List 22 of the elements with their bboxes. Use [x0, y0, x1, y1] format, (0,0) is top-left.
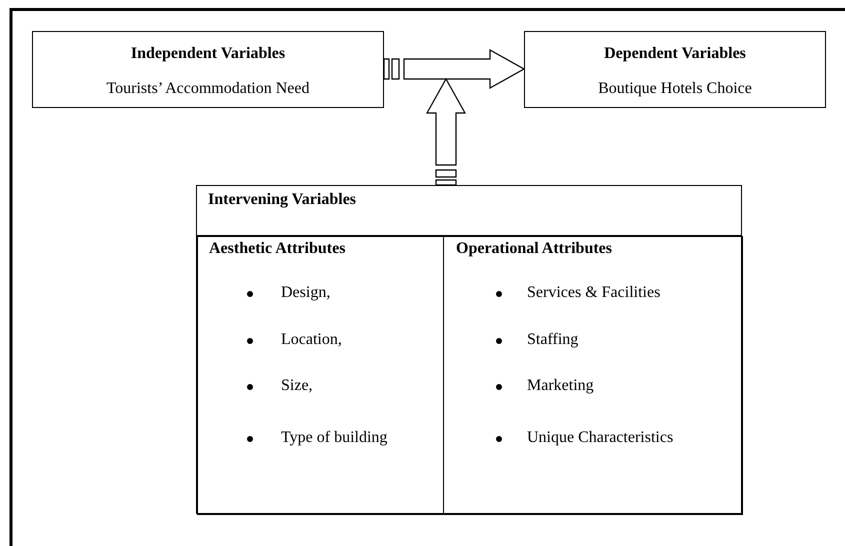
list-item: Size, — [281, 376, 313, 396]
box-text: Boutique Hotels Choice — [597, 79, 753, 99]
column-heading: Operational Attributes — [456, 239, 612, 259]
list-item: Unique Characteristics — [527, 428, 674, 448]
variable-box — [32, 31, 384, 108]
list-item: Design, — [281, 283, 330, 303]
box-heading: Independent Variables — [130, 44, 286, 64]
table-cell — [197, 236, 444, 515]
box-text: Tourists’ Accommodation Need — [106, 79, 310, 99]
table-heading: Intervening Variables — [208, 190, 356, 210]
column-heading: Aesthetic Attributes — [209, 239, 346, 259]
variables-table — [196, 185, 742, 514]
list-item: Type of building — [281, 428, 388, 448]
box-heading: Dependent Variables — [603, 44, 747, 64]
list-item: Location, — [281, 330, 342, 350]
block-arrow — [383, 48, 526, 90]
variable-box — [524, 31, 826, 108]
block-arrow — [426, 78, 466, 186]
list-item: Services & Facilities — [527, 283, 660, 303]
list-item: Staffing — [527, 330, 578, 350]
table-cell — [443, 236, 743, 515]
list-item: Marketing — [527, 376, 594, 396]
